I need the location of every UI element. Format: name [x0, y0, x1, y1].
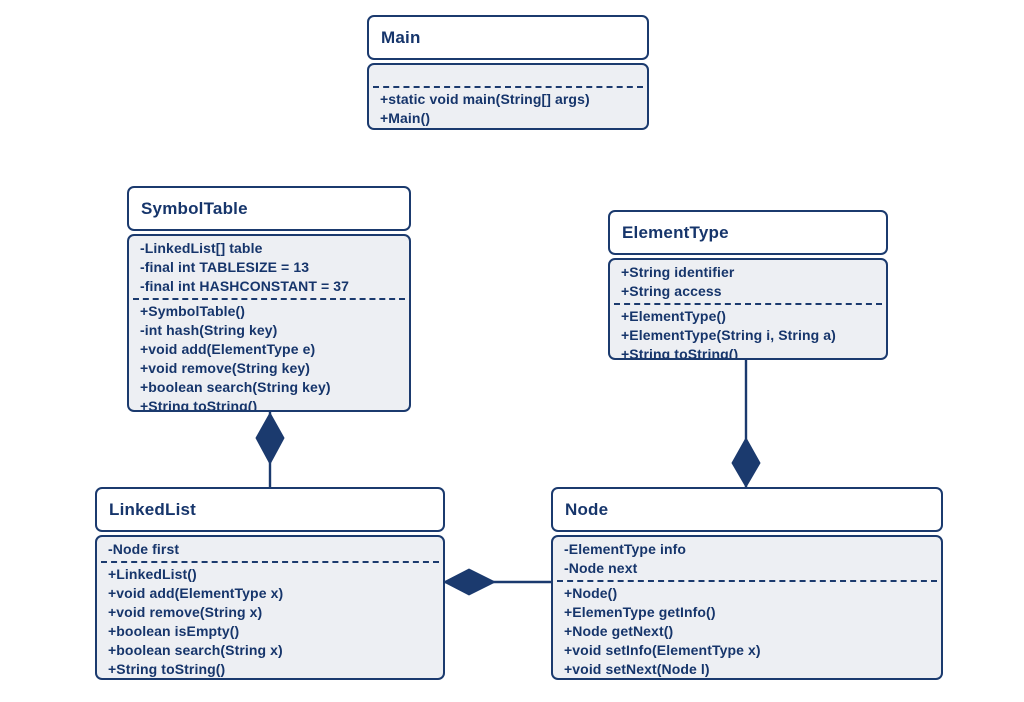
- method-item: +String toString(): [108, 661, 226, 677]
- methods-elementtype: +ElementType() +ElementType(String i, Str…: [614, 307, 882, 360]
- attributes-node: -ElementType info -Node next: [557, 540, 937, 578]
- method-item: +Node(): [564, 585, 618, 601]
- class-title-linkedlist: LinkedList: [95, 487, 445, 532]
- method-item: +static void main(String[] args): [380, 91, 590, 107]
- method-item: -int hash(String key): [140, 322, 278, 338]
- method-item: +String toString(): [621, 346, 739, 360]
- class-body-main: +static void main(String[] args) +Main(): [367, 63, 649, 130]
- methods-main: +static void main(String[] args) +Main(): [373, 90, 643, 128]
- methods-linkedlist: +LinkedList() +void add(ElementType x) +vo…: [101, 565, 439, 678]
- attribute-item: -final int HASHCONSTANT = 37: [140, 278, 350, 294]
- attribute-item: -final int TABLESIZE = 13: [140, 259, 310, 275]
- method-item: +void setNext(Node l): [564, 661, 710, 677]
- attribute-method-separator: [373, 86, 643, 88]
- method-item: +ElementType(): [621, 308, 726, 324]
- method-item: +SymbolTable(): [140, 303, 245, 319]
- class-box-main[interactable]: Main +static void main(String[] args) +Ma…: [367, 15, 649, 130]
- method-item: +String toString(): [140, 398, 258, 412]
- method-item: +void add(ElementType x): [108, 585, 284, 601]
- attributes-linkedlist: -Node first: [101, 540, 439, 559]
- method-item: +LinkedList(): [108, 566, 197, 582]
- method-item: +boolean search(String x): [108, 642, 283, 658]
- composition-diamond-icon: [731, 436, 761, 488]
- class-title-elementtype: ElementType: [608, 210, 888, 255]
- method-item: +void remove(String x): [108, 604, 263, 620]
- class-body-linkedlist: -Node first +LinkedList() +void add(Eleme…: [95, 535, 445, 680]
- class-box-elementtype[interactable]: ElementType +String identifier +String ac…: [608, 210, 888, 360]
- composition-diamond-icon: [255, 411, 285, 466]
- class-body-node: -ElementType info -Node next +Node() +Elem…: [551, 535, 943, 680]
- method-item: +void add(ElementType e): [140, 341, 316, 357]
- methods-symboltable: +SymbolTable() -int hash(String key) +void…: [133, 302, 405, 412]
- method-item: +Node getNext(): [564, 623, 674, 639]
- method-item: +void setInfo(ElementType x): [564, 642, 761, 658]
- class-title-main: Main: [367, 15, 649, 60]
- attribute-item: -Node next: [564, 560, 638, 576]
- attribute-method-separator: [557, 580, 937, 582]
- class-title-symboltable: SymbolTable: [127, 186, 411, 231]
- attributes-symboltable: -LinkedList[] table -final int TABLESIZE …: [133, 239, 405, 296]
- method-item: +boolean search(String key): [140, 379, 331, 395]
- composition-symboltable-linkedlist: [255, 411, 285, 487]
- class-title-node: Node: [551, 487, 943, 532]
- method-item: +boolean isEmpty(): [108, 623, 240, 639]
- attribute-item: -ElementType info: [564, 541, 687, 557]
- class-box-symboltable[interactable]: SymbolTable -LinkedList[] table -final in…: [127, 186, 411, 412]
- attribute-method-separator: [101, 561, 439, 563]
- method-item: +void remove(String key): [140, 360, 311, 376]
- attribute-item: -LinkedList[] table: [140, 240, 263, 256]
- composition-diamond-icon: [442, 568, 497, 596]
- composition-linkedlist-node: [442, 568, 551, 596]
- method-item: +ElementType(String i, String a): [621, 327, 836, 343]
- method-item: +ElemenType getInfo(): [564, 604, 716, 620]
- class-box-linkedlist[interactable]: LinkedList -Node first +LinkedList() +voi…: [95, 487, 445, 680]
- method-item: +Main(): [380, 110, 431, 126]
- composition-node-elementtype: [731, 360, 761, 488]
- attribute-method-separator: [614, 303, 882, 305]
- attribute-item: +String access: [621, 283, 722, 299]
- attribute-method-separator: [133, 298, 405, 300]
- class-body-elementtype: +String identifier +String access +Elemen…: [608, 258, 888, 360]
- attributes-main: [373, 68, 643, 84]
- class-body-symboltable: -LinkedList[] table -final int TABLESIZE …: [127, 234, 411, 412]
- methods-node: +Node() +ElemenType getInfo() +Node getNex…: [557, 584, 937, 678]
- attribute-item: +String identifier: [621, 264, 735, 280]
- class-box-node[interactable]: Node -ElementType info -Node next +Node()…: [551, 487, 943, 680]
- attribute-item: -Node first: [108, 541, 180, 557]
- attributes-elementtype: +String identifier +String access: [614, 263, 882, 301]
